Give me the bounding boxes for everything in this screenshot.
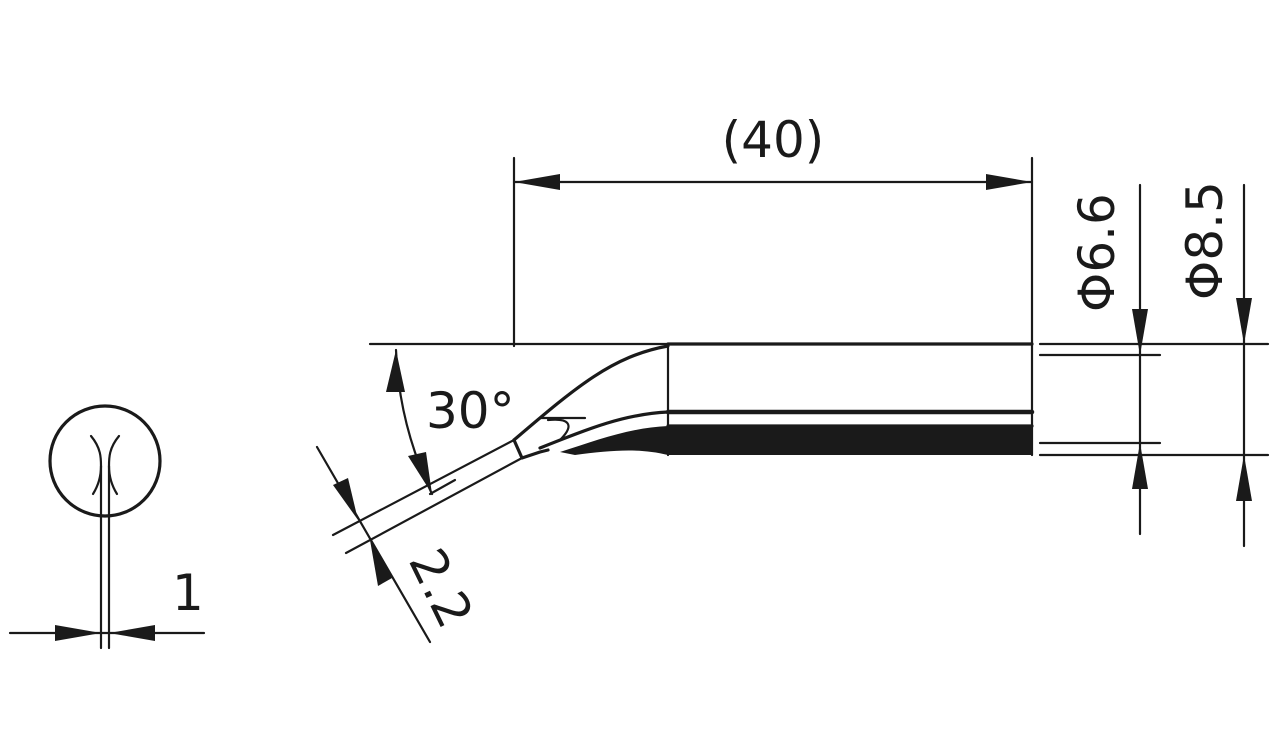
tip-shank	[665, 342, 1035, 457]
diameter-outer-dimension: Φ8.5	[1038, 181, 1270, 548]
tip-end-view: 1	[8, 404, 206, 650]
tip-width-label: 1	[172, 564, 204, 622]
diameter-outer-label: Φ8.5	[1176, 181, 1234, 300]
diameter-inner-label: Φ6.6	[1068, 193, 1126, 312]
shank-shadow	[668, 427, 1032, 455]
tip-thickness-dimension: 2.2	[315, 445, 484, 644]
tip-thickness-label: 2.2	[397, 540, 484, 637]
length-label: (40)	[722, 111, 825, 169]
bent-tip	[331, 344, 670, 555]
diameter-inner-dimension: Φ6.6	[1038, 183, 1162, 536]
length-dimension: (40)	[512, 111, 1034, 348]
angle-dimension: 30°	[368, 342, 670, 496]
angle-label: 30°	[426, 382, 515, 440]
